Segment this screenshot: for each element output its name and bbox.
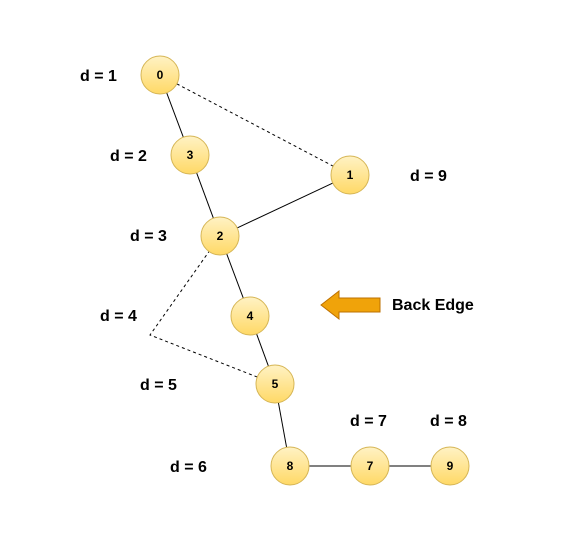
graph-node-3: 3: [170, 135, 210, 175]
graph-node-7: 7: [350, 446, 390, 486]
graph-node-0: 0: [140, 55, 180, 95]
back-edge-5-2: [149, 251, 258, 378]
node-label: 8: [287, 459, 294, 473]
graph-node-5: 5: [255, 364, 295, 404]
node-label: 7: [367, 459, 374, 473]
depth-label-node-8: d = 6: [170, 459, 207, 476]
arrow-left-icon: [320, 289, 381, 321]
depth-label-node-5: d = 5: [140, 377, 177, 394]
edges-layer: [149, 83, 431, 467]
node-label: 4: [247, 309, 254, 323]
node-label: 0: [157, 68, 164, 82]
tree-edge-3-2: [196, 172, 214, 219]
depth-label-node-0: d = 1: [80, 68, 117, 85]
depth-label-node-4: d = 4: [100, 308, 137, 325]
node-label: 3: [187, 148, 194, 162]
node-circle: [140, 55, 180, 95]
graph-node-8: 8: [270, 446, 310, 486]
depth-label-node-9: d = 8: [430, 413, 467, 430]
depth-label-node-1: d = 9: [410, 168, 447, 185]
node-label: 1: [347, 168, 354, 182]
tree-edge-0-3: [166, 92, 184, 138]
graph-node-1: 1: [330, 155, 370, 195]
node-circle: [200, 216, 240, 256]
graph-node-9: 9: [430, 446, 470, 486]
depth-labels-layer: d = 1 d = 2 d = 3 d = 4 d = 5 d = 6 d = 7 d = 8…: [80, 68, 467, 476]
tree-edge-4-5: [256, 333, 269, 367]
graph-node-2: 2: [200, 216, 240, 256]
back-edge-label: Back Edge: [392, 297, 474, 314]
back-edge-legend: Back Edge: [320, 289, 474, 321]
node-circle: [350, 446, 390, 486]
node-circle: [230, 296, 270, 336]
depth-label-node-7: d = 7: [350, 413, 387, 430]
node-circle: [430, 446, 470, 486]
nodes-layer: 0 3 2 4 5 8 7 9 1: [140, 55, 470, 486]
node-circle: [170, 135, 210, 175]
node-circle: [270, 446, 310, 486]
node-label: 2: [217, 229, 224, 243]
tree-edge-2-4: [226, 253, 244, 299]
depth-label-node-3: d = 2: [110, 148, 147, 165]
node-circle: [255, 364, 295, 404]
graph-node-4: 4: [230, 296, 270, 336]
node-circle: [330, 155, 370, 195]
depth-label-node-2: d = 3: [130, 228, 167, 245]
tree-edge-5-8: [277, 402, 288, 448]
tree-edge-2-1: [236, 182, 334, 229]
node-label: 5: [272, 377, 279, 391]
node-label: 9: [447, 459, 454, 473]
